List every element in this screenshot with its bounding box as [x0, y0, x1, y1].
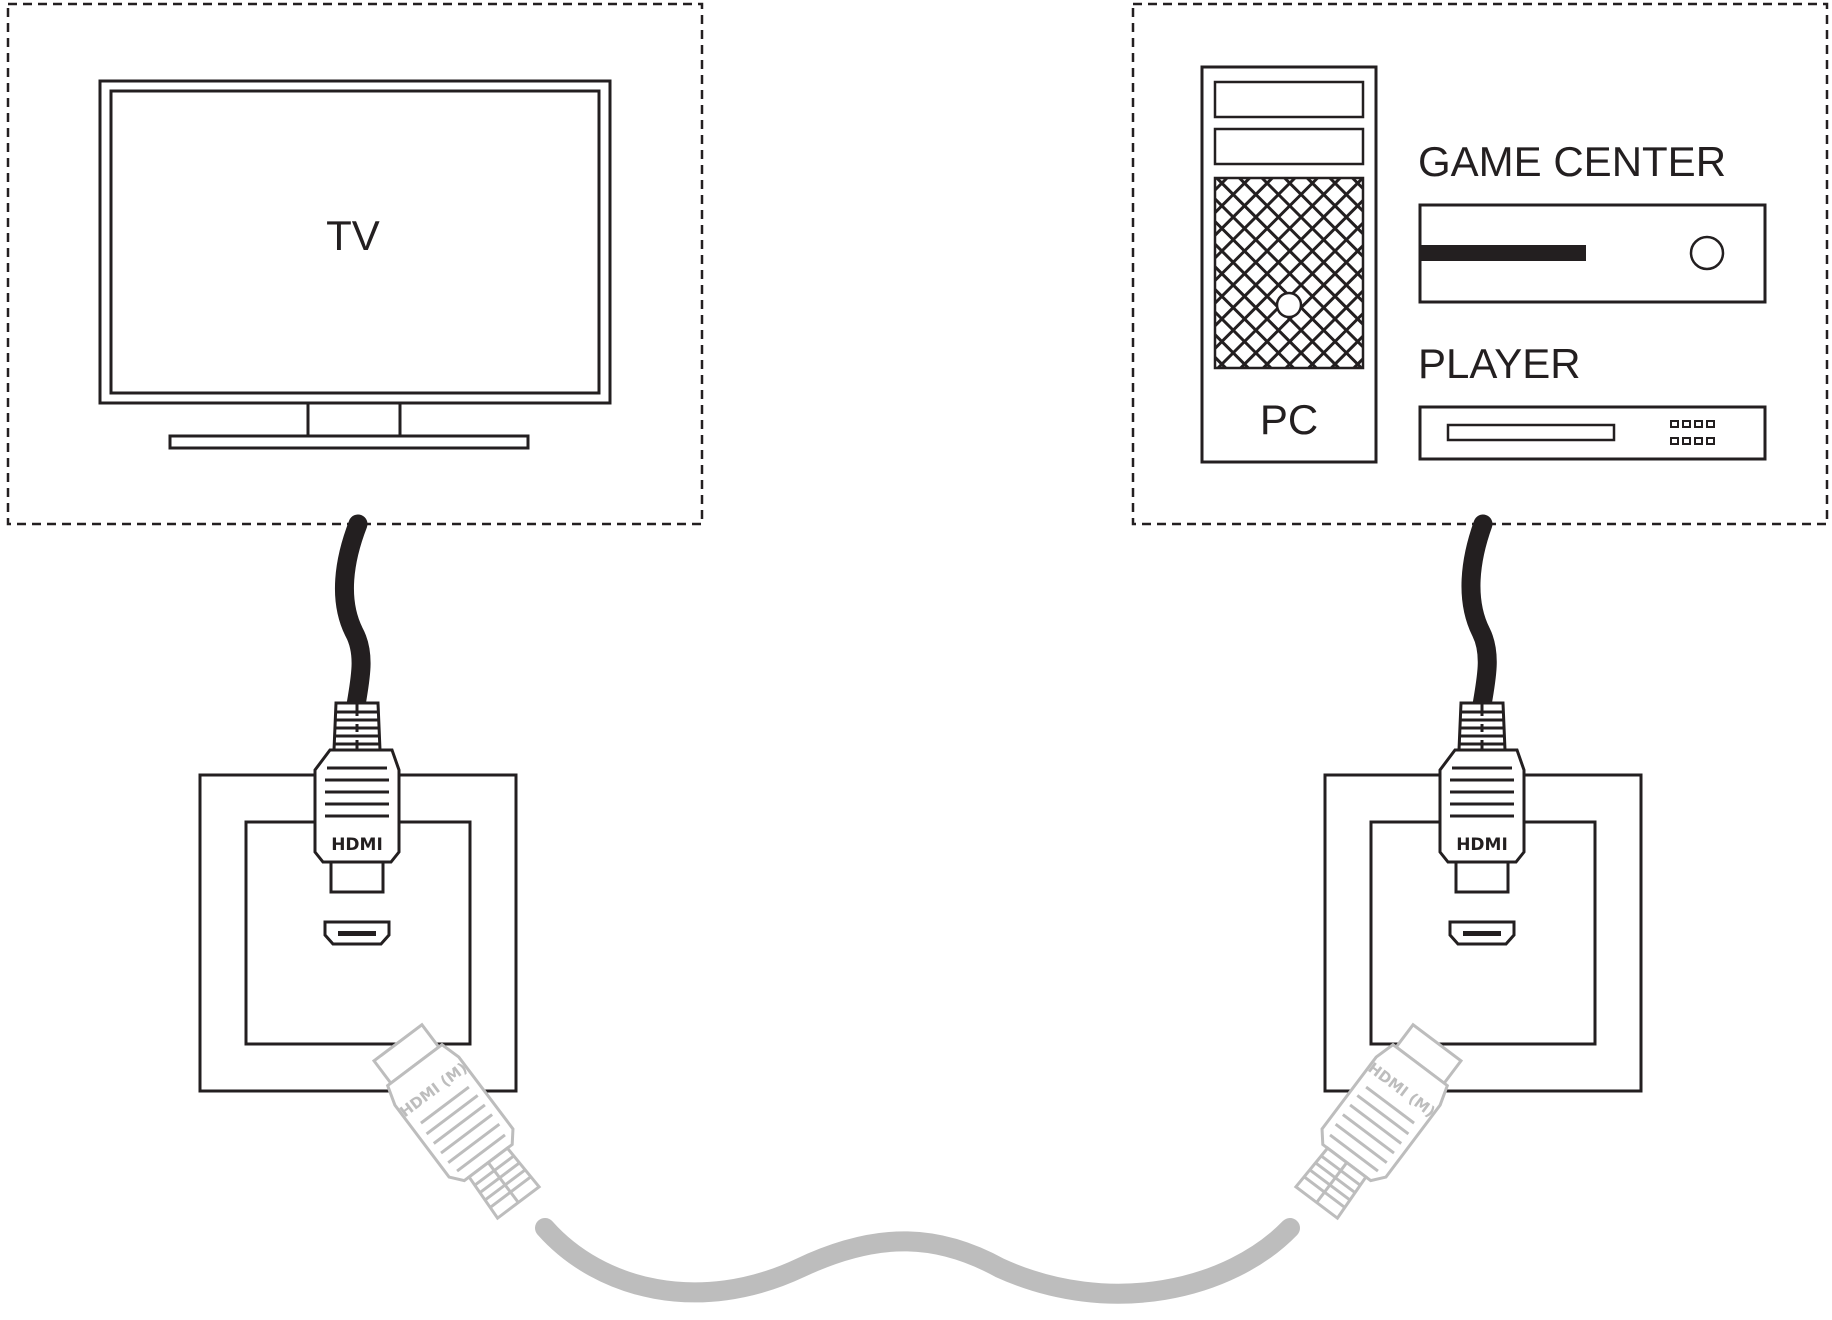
left-hdmi-plug: HDMI: [313, 701, 401, 894]
media-player-icon: [1418, 405, 1767, 461]
pc-power-button: [1275, 291, 1303, 319]
tv-icon: [98, 79, 612, 450]
tv-cable: [335, 514, 371, 715]
grey-hdmi-cable: [535, 1218, 1300, 1304]
left-grey-hdmi-plug: HDMI (M): [371, 1022, 542, 1221]
pc-label: PC: [1260, 396, 1318, 443]
game-console-icon: [1418, 203, 1767, 304]
tv-area: TV: [6, 2, 704, 526]
player-label: PLAYER: [1418, 340, 1581, 387]
tv-label: TV: [326, 212, 380, 259]
game-center-label: GAME CENTER: [1418, 138, 1726, 185]
right-grey-hdmi-plug: HDMI (M): [1293, 1022, 1464, 1221]
hdmi-plug-label: HDMI: [331, 835, 383, 855]
pc-vent-grille: [1213, 176, 1365, 370]
pc-tower-icon: [1200, 65, 1378, 464]
right-hdmi-plug: HDMI: [1438, 701, 1526, 894]
source-cable: [1461, 514, 1497, 715]
source-devices-area: PC GAME CENTER PLAYER: [1131, 2, 1829, 526]
hdmi-plug-label: HDMI: [1456, 835, 1508, 855]
